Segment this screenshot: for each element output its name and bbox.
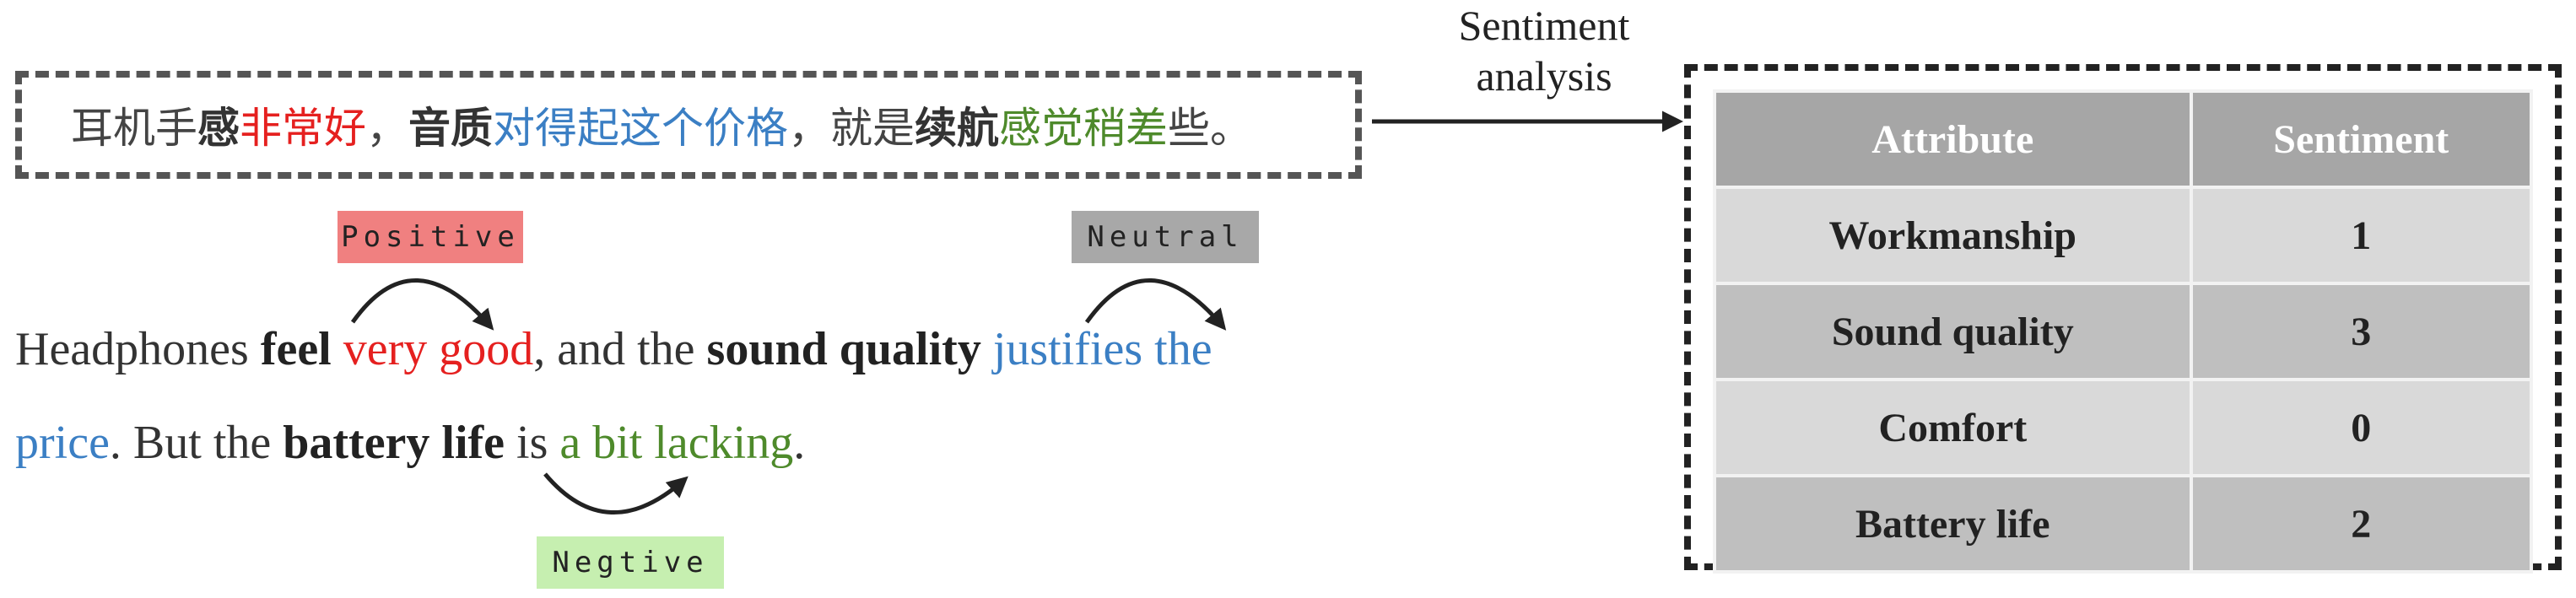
cn-opinion-positive: 非常好 [240, 104, 366, 153]
neutral-tag-label: Neutral [1087, 220, 1244, 254]
sentiment-cell: 3 [2189, 282, 2534, 381]
chinese-sentence-box: 耳机手感非常好，音质对得起这个价格，就是续航感觉稍差些。 [15, 71, 1362, 179]
neutral-tag: Neutral [1072, 211, 1259, 263]
en-opinion-positive: very good [343, 323, 534, 375]
chinese-sentence: 耳机手感非常好，音质对得起这个价格，就是续航感觉稍差些。 [71, 94, 1252, 155]
english-line-1: Headphones feel very good, and the sound… [15, 322, 1212, 376]
en-text: is [505, 417, 560, 469]
negative-tag-label: Negtive [552, 546, 709, 579]
en-text: . But the [109, 417, 284, 469]
en-text: . [793, 417, 806, 469]
result-table: Attribute Sentiment Workmanship 1 Sound … [1713, 89, 2534, 574]
table-row: Battery life 2 [1713, 474, 2534, 574]
sentiment-cell: 2 [2189, 474, 2534, 574]
sentiment-cell: 1 [2189, 186, 2534, 285]
attribute-cell: Battery life [1713, 474, 2193, 574]
cn-opinion-negative: 感觉稍差 [999, 104, 1168, 153]
header-attribute: Attribute [1713, 89, 2193, 189]
en-opinion-neutral: justifies the [992, 323, 1212, 375]
sentiment-cell: 0 [2189, 378, 2534, 477]
curved-arrow-positive [350, 278, 494, 331]
attribute-cell: Comfort [1713, 378, 2193, 477]
positive-tag-label: Positive [341, 220, 520, 254]
cn-part: 耳机手 [71, 104, 197, 153]
table-row: Workmanship 1 [1713, 186, 2534, 285]
positive-tag: Positive [338, 211, 523, 263]
sentiment-analysis-label-line1: Sentiment [1458, 2, 1630, 49]
cn-part: ，就是 [788, 104, 915, 153]
cn-opinion-neutral: 对得起这个价格 [493, 104, 788, 153]
en-text: , and the [533, 323, 707, 375]
en-aspect-feel: feel [260, 323, 332, 375]
table-row: Comfort 0 [1713, 378, 2534, 477]
cn-aspect-feel: 感 [197, 104, 240, 153]
en-opinion-negative: a bit lacking [559, 417, 794, 469]
attribute-cell: Workmanship [1713, 186, 2193, 285]
header-sentiment: Sentiment [2189, 89, 2534, 189]
sentiment-analysis-label-line2: analysis [1476, 52, 1612, 100]
en-aspect-sound-quality: sound quality [706, 323, 981, 375]
cn-aspect-sound: 音质 [408, 104, 493, 153]
en-text: Headphones [15, 323, 261, 375]
table-row: Sound quality 3 [1713, 282, 2534, 381]
english-line-2: price. But the battery life is a bit lac… [15, 416, 805, 470]
sentiment-analysis-label: Sentiment analysis [1418, 0, 1671, 101]
attribute-cell: Sound quality [1713, 282, 2193, 381]
result-table-frame: Attribute Sentiment Workmanship 1 Sound … [1684, 64, 2562, 574]
table-header-row: Attribute Sentiment [1713, 89, 2534, 189]
en-opinion-neutral-cont: price [15, 417, 110, 469]
curved-arrow-negative [543, 472, 689, 515]
cn-part: ， [366, 104, 408, 153]
cn-aspect-battery: 续航 [915, 104, 999, 153]
negative-tag: Negtive [537, 536, 724, 589]
en-aspect-battery-life: battery life [283, 417, 505, 469]
curved-arrow-neutral [1084, 278, 1227, 331]
cn-part: 些。 [1168, 104, 1252, 153]
